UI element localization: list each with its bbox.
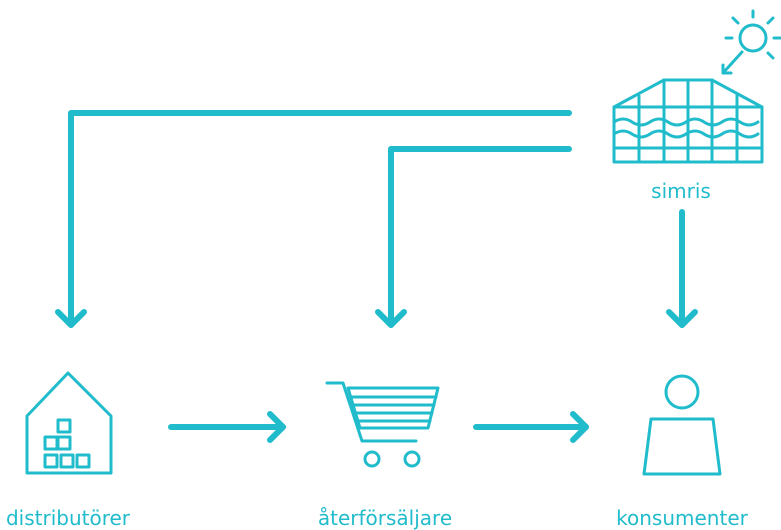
warehouse-icon — [25, 371, 113, 475]
arrow-distributors-to-retailers — [168, 411, 286, 443]
node-label-consumers: konsumenter — [616, 506, 748, 530]
person-icon — [642, 374, 722, 476]
node-label-distributors: distributörer — [5, 506, 131, 530]
sun-icon — [721, 9, 781, 75]
greenhouse-icon — [612, 78, 764, 164]
arrow-simris-to-distributors — [55, 110, 572, 328]
arrow-retailers-to-consumers — [473, 411, 589, 443]
arrow-simris-to-retailers — [375, 146, 572, 328]
node-label-retailers: återförsäljare — [317, 506, 453, 530]
shopping-cart-icon — [325, 381, 440, 468]
node-label-simris: simris — [651, 179, 711, 203]
arrow-simris-to-consumers — [666, 209, 698, 328]
